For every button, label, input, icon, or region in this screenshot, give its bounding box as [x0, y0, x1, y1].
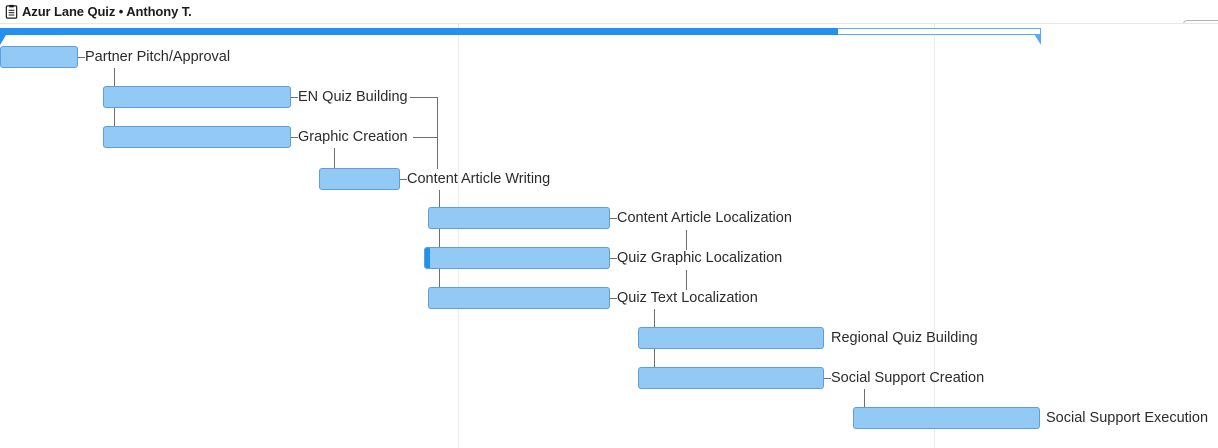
gridline	[934, 24, 935, 448]
task-label: Quiz Graphic Localization	[617, 250, 783, 266]
dependency-line	[654, 309, 655, 341]
task-label: Content Article Writing	[407, 171, 551, 187]
task-bar[interactable]	[103, 126, 291, 148]
dependency-line	[334, 148, 335, 180]
task-label-dash	[610, 298, 617, 299]
task-bar[interactable]	[638, 327, 824, 349]
task-label: Social Support Execution	[1046, 410, 1209, 426]
task-bar[interactable]	[0, 46, 78, 68]
task-label-dash	[824, 378, 831, 379]
clipboard-icon	[5, 4, 18, 19]
task-label-dash	[78, 57, 85, 58]
dependency-line	[413, 137, 437, 138]
task-bar[interactable]	[853, 407, 1040, 429]
task-bar[interactable]	[103, 86, 291, 108]
task-label-dash	[610, 218, 617, 219]
task-bar[interactable]	[424, 247, 610, 269]
dependency-line	[686, 230, 687, 250]
project-header: Azur Lane Quiz • Anthony T.	[0, 0, 1218, 23]
dependency-line	[654, 349, 655, 381]
task-bar[interactable]	[319, 168, 400, 190]
task-bar[interactable]	[428, 287, 610, 309]
task-label: Social Support Creation	[831, 370, 985, 386]
task-label: Partner Pitch/Approval	[85, 49, 231, 65]
task-label: Graphic Creation	[298, 129, 408, 145]
summary-cap-right	[1034, 34, 1041, 45]
dependency-line	[437, 97, 438, 169]
dependency-line	[439, 269, 440, 301]
task-label: Regional Quiz Building	[831, 330, 978, 346]
task-label-dash	[610, 258, 617, 259]
task-label-dash	[291, 97, 298, 98]
task-label-dash	[291, 137, 298, 138]
task-bar[interactable]	[638, 367, 824, 389]
task-label: EN Quiz Building	[298, 89, 408, 105]
task-label: Quiz Text Localization	[617, 290, 758, 306]
task-bar[interactable]	[428, 207, 610, 229]
gridline	[458, 24, 459, 448]
task-label-dash	[400, 179, 407, 180]
gantt-canvas[interactable]: Partner Pitch/Approval EN Quiz Building …	[0, 23, 1218, 448]
dependency-line	[410, 97, 437, 98]
summary-remaining	[838, 28, 1041, 35]
dependency-line	[439, 190, 440, 222]
summary-cap-left	[0, 35, 6, 45]
dependency-line	[864, 389, 865, 421]
summary-progress-fill	[0, 28, 838, 35]
page-title: Azur Lane Quiz • Anthony T.	[22, 4, 192, 19]
dependency-line	[114, 108, 115, 140]
dependency-line	[114, 68, 115, 101]
dependency-line	[686, 270, 687, 290]
dependency-line	[439, 229, 440, 261]
dependency-line	[437, 137, 438, 169]
task-label: Content Article Localization	[617, 210, 792, 226]
task-progress-fill	[425, 248, 430, 268]
